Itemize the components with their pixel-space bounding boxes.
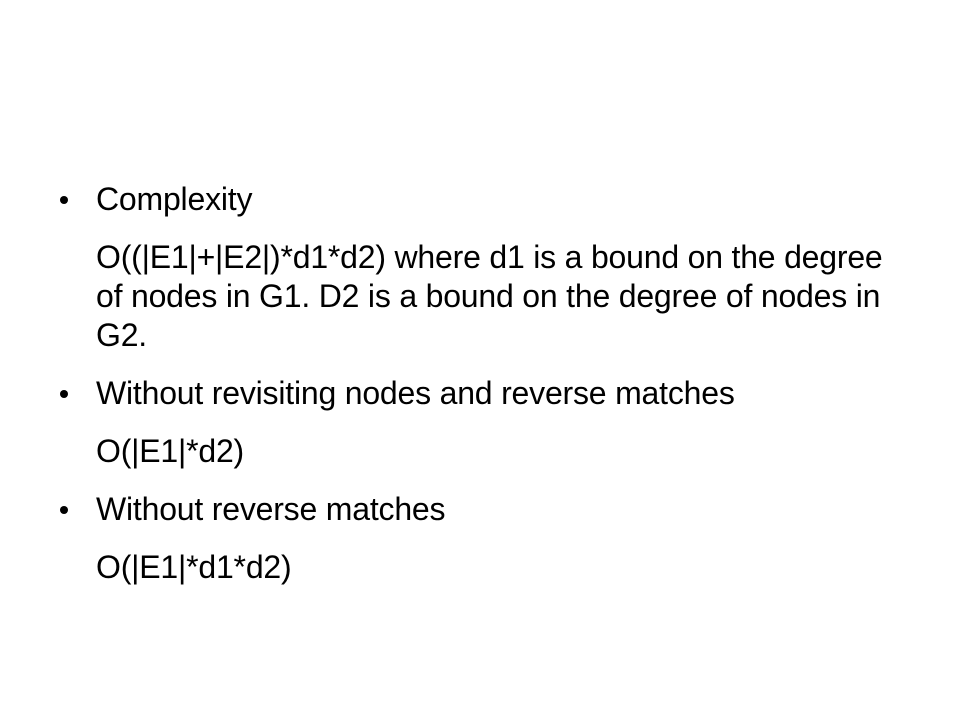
without-reverse-formula: O(|E1|*d1*d2) [96,549,292,585]
without-revisiting-formula: O(|E1|*d2) [96,433,245,469]
bullet-without-reverse: Without reverse matches [60,490,900,529]
complexity-formula: O((|E1|+|E2|)*d1*d2) where d1 is a bound… [96,239,883,353]
slide-body: Complexity O((|E1|+|E2|)*d1*d2) where d1… [60,180,900,587]
bullet-without-revisiting: Without revisiting nodes and reverse mat… [60,374,900,413]
bullet-complexity: Complexity [60,180,900,219]
